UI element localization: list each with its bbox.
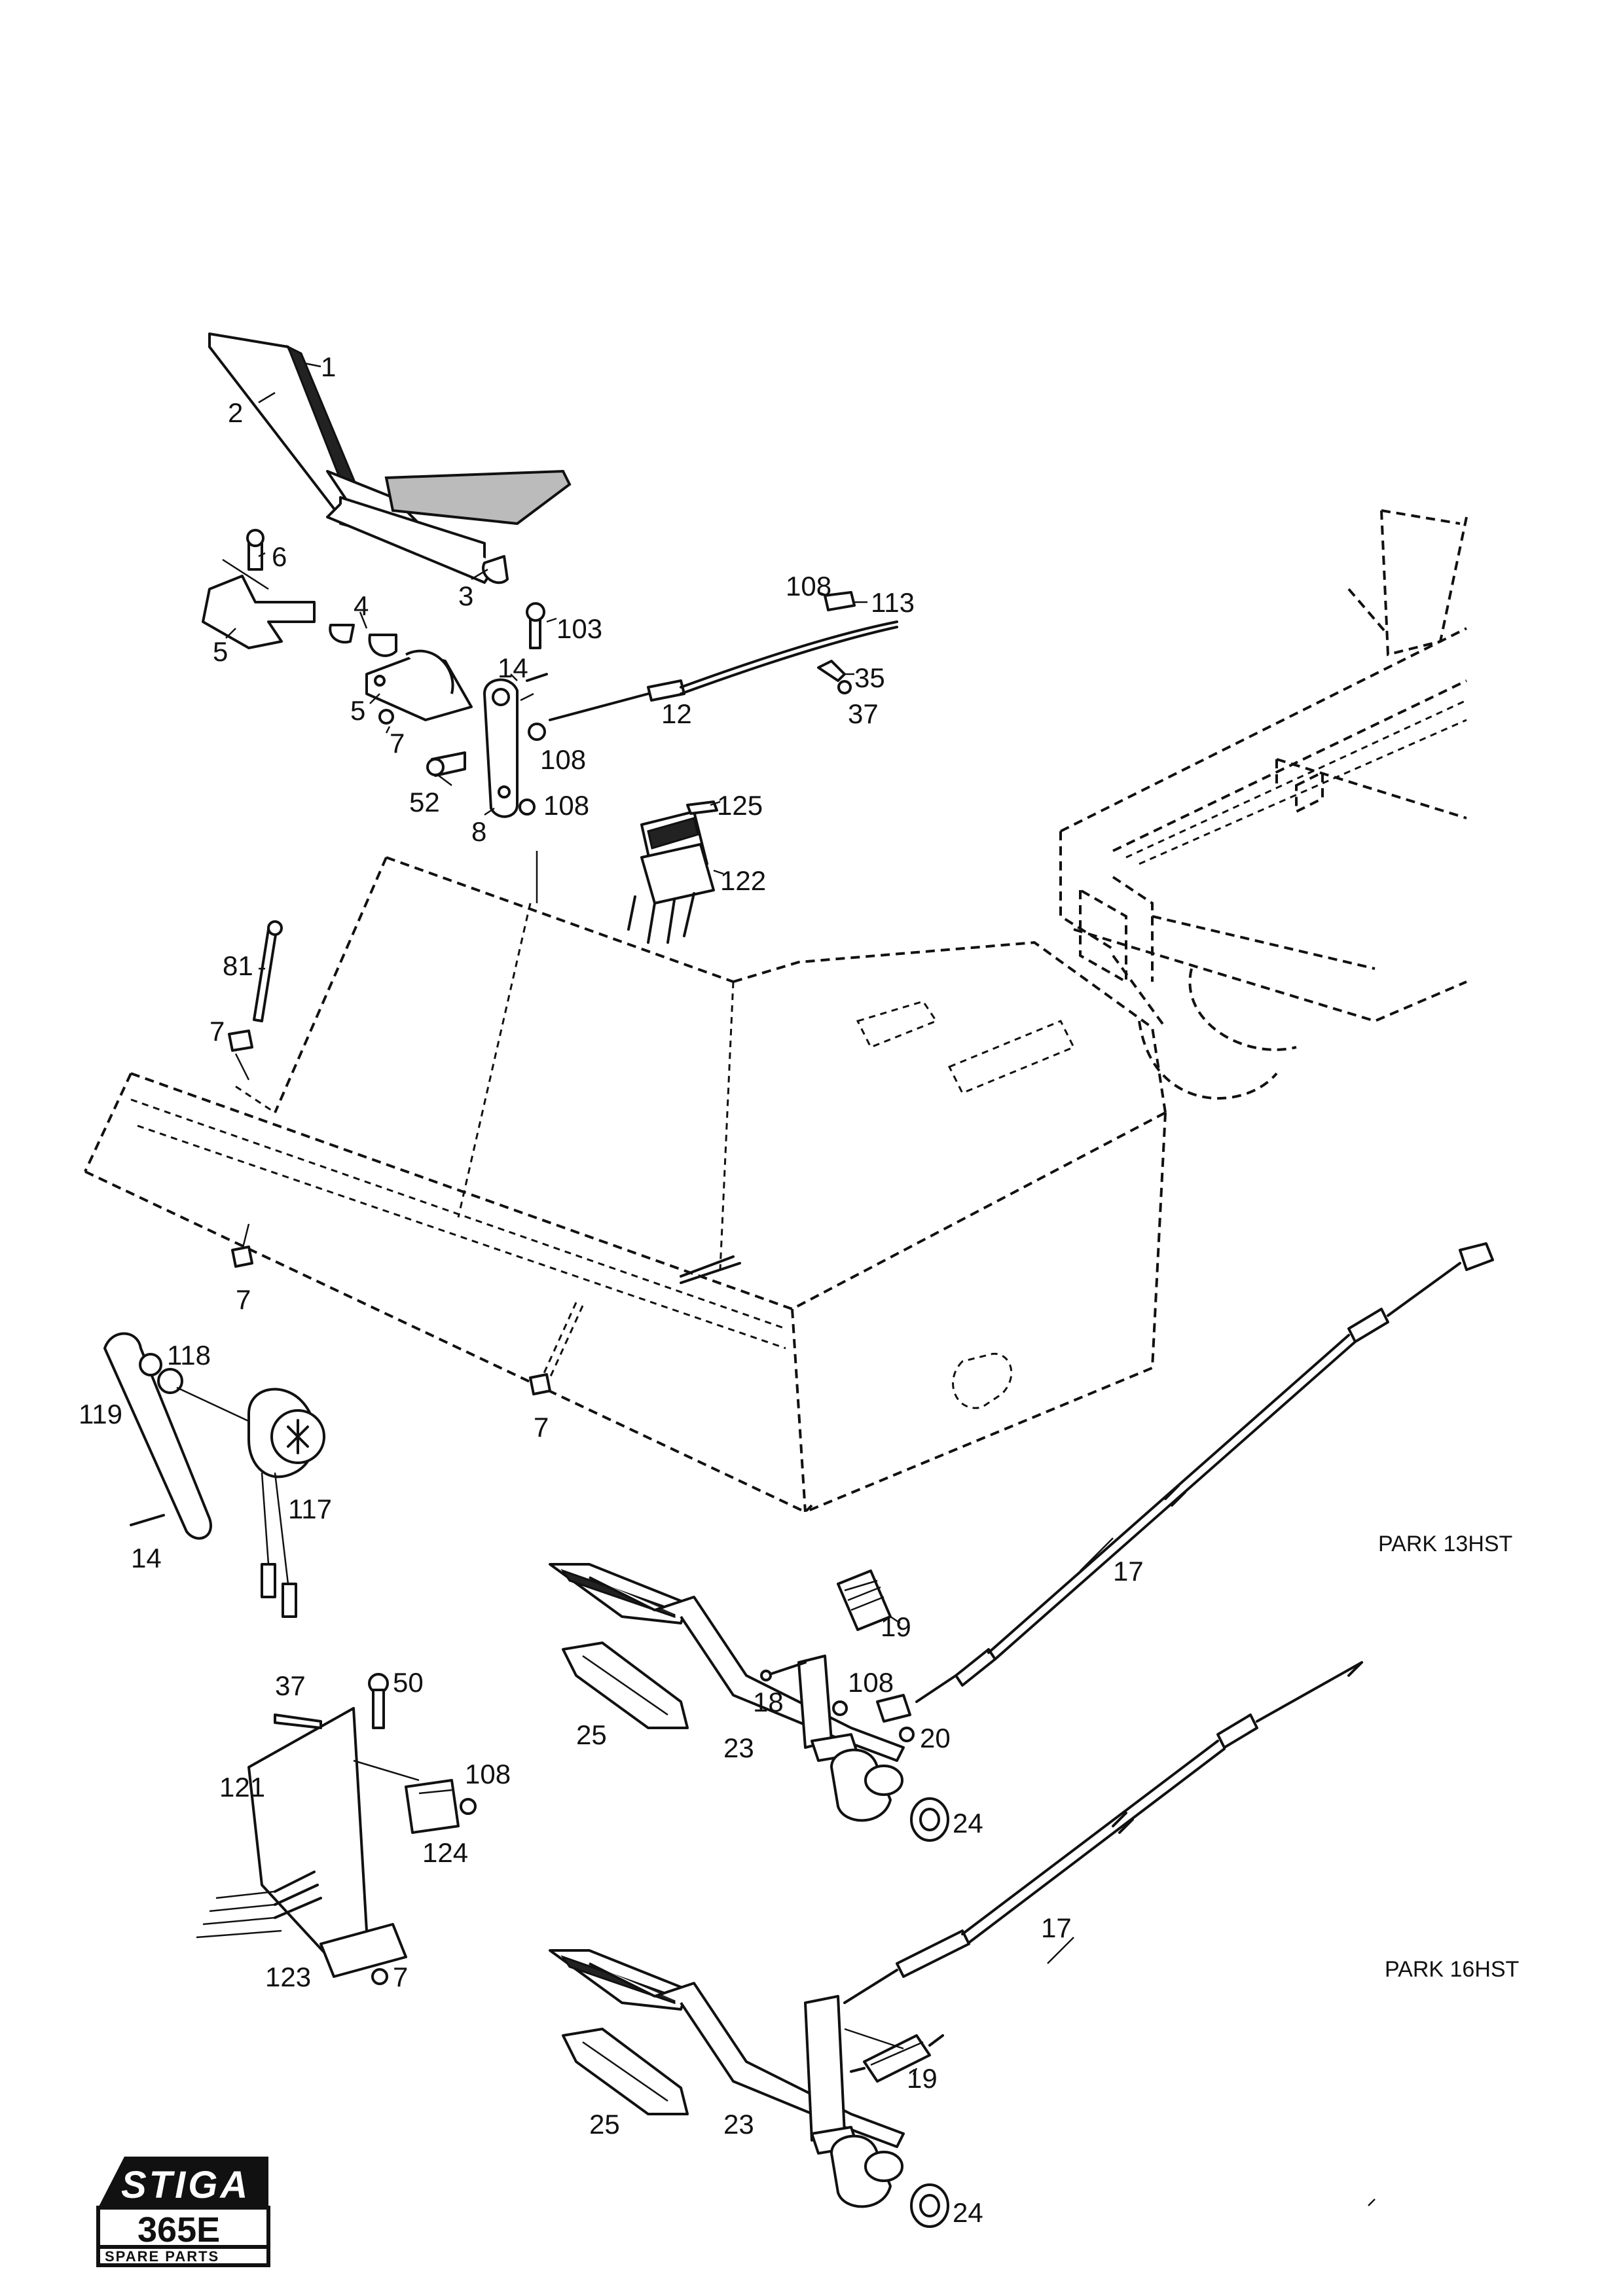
stiga-logo: STIGA 365E SPARE PARTS xyxy=(96,2157,270,2267)
label-2: 2 xyxy=(228,397,243,428)
label-119: 119 xyxy=(79,1399,122,1429)
label-123: 123 xyxy=(265,1962,311,1992)
brake-pedal-assembly xyxy=(208,332,572,584)
label-1: 1 xyxy=(321,351,336,382)
label-124: 124 xyxy=(422,1837,468,1868)
label-3: 3 xyxy=(458,581,473,611)
chassis-frame xyxy=(1059,509,1468,1100)
label-24-lower: 24 xyxy=(953,2197,983,2228)
label-4: 4 xyxy=(354,590,369,621)
cable-17-upper xyxy=(915,1242,1494,1703)
model-label-park-13hst: PARK 13HST xyxy=(1378,1532,1512,1556)
label-18: 18 xyxy=(753,1687,784,1717)
label-117: 117 xyxy=(288,1494,332,1524)
label-37-lower: 37 xyxy=(275,1670,306,1701)
label-24-upper: 24 xyxy=(953,1808,983,1839)
label-50: 50 xyxy=(393,1667,424,1698)
label-81: 81 xyxy=(223,950,253,981)
park-16hst-pedal-assembly xyxy=(549,1949,949,2228)
label-19-lower: 19 xyxy=(907,2063,938,2094)
label-25-upper: 25 xyxy=(576,1719,607,1750)
label-12: 12 xyxy=(661,698,692,729)
label-108-d: 108 xyxy=(465,1759,511,1789)
body-housing xyxy=(84,851,1167,1514)
label-113: 113 xyxy=(871,587,915,618)
label-108-c: 108 xyxy=(848,1667,894,1698)
label-35: 35 xyxy=(854,662,885,693)
bolt-81 xyxy=(228,920,551,1395)
label-7-d: 7 xyxy=(534,1412,549,1443)
label-121: 121 xyxy=(219,1772,265,1803)
spare-parts-caption: SPARE PARTS xyxy=(105,2248,219,2265)
label-7-e: 7 xyxy=(393,1962,408,1992)
label-108-top: 108 xyxy=(786,571,831,601)
lever-assembly xyxy=(426,602,548,818)
label-108-a: 108 xyxy=(540,744,586,775)
label-23-lower: 23 xyxy=(723,2109,754,2140)
label-52: 52 xyxy=(409,787,440,817)
label-17-lower: 17 xyxy=(1041,1912,1072,1943)
label-37-upper: 37 xyxy=(848,698,879,729)
label-118: 118 xyxy=(167,1340,211,1371)
model-code: 365E xyxy=(137,2210,220,2250)
label-108-b: 108 xyxy=(543,790,589,821)
brake-cable-12 xyxy=(549,591,898,721)
label-103: 103 xyxy=(556,613,602,644)
label-23-upper: 23 xyxy=(723,1732,754,1763)
park-13hst-pedal-assembly xyxy=(549,1563,949,1842)
part-labels: 1 2 3 4 5 5 6 7 7 7 7 7 8 12 14 14 17 17… xyxy=(79,351,1144,2228)
label-14-upper: 14 xyxy=(498,653,528,683)
label-6: 6 xyxy=(272,541,287,572)
label-17-upper: 17 xyxy=(1113,1556,1144,1587)
label-5-lower: 5 xyxy=(350,695,365,726)
label-20: 20 xyxy=(920,1723,951,1753)
label-5-upper: 5 xyxy=(213,636,228,667)
label-7-b: 7 xyxy=(210,1016,225,1047)
label-25-lower: 25 xyxy=(589,2109,620,2140)
ignition-switch xyxy=(627,800,718,944)
cable-17-lower xyxy=(843,1661,1363,2004)
bracket-assembly xyxy=(202,529,473,725)
seat-switch-assembly xyxy=(103,1332,325,1618)
brand-name: STIGA xyxy=(121,2164,250,2206)
model-label-park-16hst: PARK 16HST xyxy=(1385,1957,1519,1982)
label-19-upper: 19 xyxy=(881,1611,911,1642)
label-7-c: 7 xyxy=(236,1284,251,1315)
relay-bracket-assembly xyxy=(196,1673,477,1985)
label-14-lower: 14 xyxy=(131,1543,162,1573)
label-122: 122 xyxy=(720,865,766,896)
label-125: 125 xyxy=(717,790,763,821)
label-7-a: 7 xyxy=(390,728,405,759)
leader-lines xyxy=(225,362,1376,2206)
label-8: 8 xyxy=(471,816,486,847)
